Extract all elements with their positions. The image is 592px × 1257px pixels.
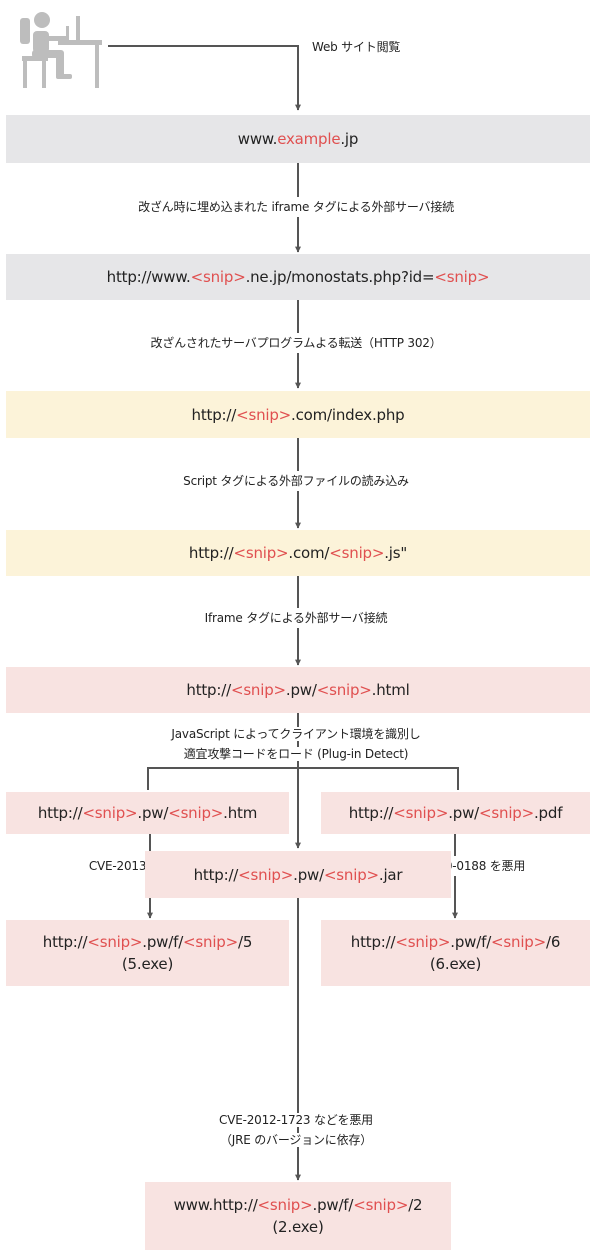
node-jar: http://<snip>.pw/<snip>.jar bbox=[145, 851, 451, 898]
node-exe5-e: /5 bbox=[238, 933, 253, 951]
node-exe2-snip1: <snip> bbox=[257, 1196, 313, 1214]
node-html-c: .pw/ bbox=[285, 681, 317, 699]
node-exe6-filename: (6.exe) bbox=[429, 955, 482, 973]
arrow-user-to-site bbox=[108, 45, 301, 111]
node-htm-snip2: <snip> bbox=[168, 804, 224, 822]
node-monostats-a: http://www. bbox=[106, 268, 191, 286]
node-exe6: http://<snip>.pw/f/<snip>/6 (6.exe) bbox=[321, 920, 590, 986]
node-jar-a: http:// bbox=[193, 865, 239, 884]
node-jar-snip1: <snip> bbox=[238, 865, 294, 884]
node-exe5-filename: (5.exe) bbox=[121, 955, 174, 973]
node-exe6-c: .pw/f/ bbox=[450, 933, 492, 951]
node-exe5-snip2: <snip> bbox=[183, 933, 238, 951]
label-redirect: 改ざんされたサーバプログラムよる転送（HTTP 302） bbox=[0, 333, 592, 353]
node-monostats-snip2: <snip> bbox=[434, 268, 490, 286]
node-pdf-a: http:// bbox=[348, 804, 394, 822]
label-cve-2012: CVE-2012-1723 などを悪用 （JRE のバージョンに依存） bbox=[0, 1110, 592, 1150]
person-at-desk-icon bbox=[20, 12, 102, 88]
node-html-a: http:// bbox=[186, 681, 231, 699]
node-exe2-a: www.http:// bbox=[173, 1196, 258, 1214]
node-pdf-snip1: <snip> bbox=[393, 804, 449, 822]
node-js-snip1: <snip> bbox=[233, 544, 289, 562]
node-htm-c: .pw/ bbox=[137, 804, 169, 822]
node-htm-snip1: <snip> bbox=[82, 804, 138, 822]
node-js-e: .js" bbox=[384, 544, 408, 562]
node-js-snip2: <snip> bbox=[329, 544, 385, 562]
node-html-snip2: <snip> bbox=[316, 681, 372, 699]
label-js-detect: JavaScript によってクライアント環境を識別し 適宜攻撃コードをロード … bbox=[0, 724, 592, 764]
label-redirect-text: 改ざんされたサーバプログラムよる転送（HTTP 302） bbox=[150, 336, 442, 350]
node-monostats: http://www.<snip>.ne.jp/monostats.php?id… bbox=[6, 254, 590, 300]
node-exe5-snip1: <snip> bbox=[87, 933, 143, 951]
node-site-part-a: www. bbox=[237, 130, 278, 148]
node-index-a: http:// bbox=[191, 405, 237, 424]
node-pdf-e: .pdf bbox=[533, 804, 563, 822]
node-exe5: http://<snip>.pw/f/<snip>/5 (5.exe) bbox=[6, 920, 289, 986]
node-site-domain: example bbox=[277, 130, 341, 148]
node-htm: http://<snip>.pw/<snip>.htm bbox=[6, 792, 289, 834]
branch-bar bbox=[147, 767, 459, 790]
node-exe2-filename: (2.exe) bbox=[272, 1218, 324, 1236]
node-pdf-snip2: <snip> bbox=[479, 804, 534, 822]
node-js-a: http:// bbox=[188, 544, 234, 562]
label-cve-2012-line1: CVE-2012-1723 などを悪用 bbox=[215, 1113, 377, 1127]
label-cve-2012-line2: （JRE のバージョンに依存） bbox=[215, 1133, 377, 1147]
node-js-c: .com/ bbox=[288, 544, 330, 562]
node-exe2-snip2: <snip> bbox=[353, 1196, 409, 1214]
node-html-snip1: <snip> bbox=[230, 681, 286, 699]
node-site-part-c: .jp bbox=[340, 130, 359, 148]
node-exe5-c: .pw/f/ bbox=[142, 933, 184, 951]
node-jar-e: .jar bbox=[378, 865, 403, 884]
node-monostats-c: .ne.jp/monostats.php?id= bbox=[245, 268, 435, 286]
node-jar-c: .pw/ bbox=[293, 865, 324, 884]
label-iframe-injected: 改ざん時に埋め込まれた iframe タグによる外部サーバ接続 bbox=[0, 197, 592, 217]
node-index-c: .com/index.php bbox=[291, 405, 405, 424]
label-js-detect-line2: 適宜攻撃コードをロード (Plug-in Detect) bbox=[179, 747, 413, 761]
node-index: http://<snip>.com/index.php bbox=[6, 391, 590, 438]
label-browse: Web サイト閲覧 bbox=[312, 40, 401, 54]
node-site: www.example.jp bbox=[6, 115, 590, 163]
label-iframe-injected-text: 改ざん時に埋め込まれた iframe タグによる外部サーバ接続 bbox=[138, 200, 454, 214]
node-pdf: http://<snip>.pw/<snip>.pdf bbox=[321, 792, 590, 834]
node-exe6-snip2: <snip> bbox=[491, 933, 546, 951]
label-iframe-ext-text: Iframe タグによる外部サーバ接続 bbox=[204, 611, 388, 625]
node-pdf-c: .pw/ bbox=[448, 804, 480, 822]
node-exe6-e: /6 bbox=[546, 933, 561, 951]
node-html: http://<snip>.pw/<snip>.html bbox=[6, 667, 590, 713]
node-htm-e: .htm bbox=[223, 804, 258, 822]
node-exe2: www.http://<snip>.pw/f/<snip>/2 (2.exe) bbox=[145, 1182, 451, 1250]
node-jar-snip2: <snip> bbox=[323, 865, 379, 884]
node-exe2-e: /2 bbox=[408, 1196, 423, 1214]
node-html-e: .html bbox=[371, 681, 410, 699]
node-htm-a: http:// bbox=[37, 804, 83, 822]
node-exe6-a: http:// bbox=[350, 933, 396, 951]
label-script-load-text: Script タグによる外部ファイルの読み込み bbox=[183, 474, 409, 488]
label-script-load: Script タグによる外部ファイルの読み込み bbox=[0, 471, 592, 491]
label-iframe-ext: Iframe タグによる外部サーバ接続 bbox=[0, 608, 592, 628]
node-js: http://<snip>.com/<snip>.js" bbox=[6, 530, 590, 576]
node-exe6-snip1: <snip> bbox=[395, 933, 451, 951]
node-monostats-snip1: <snip> bbox=[190, 268, 246, 286]
node-index-snip: <snip> bbox=[236, 405, 292, 424]
label-js-detect-line1: JavaScript によってクライアント環境を識別し bbox=[167, 727, 425, 741]
node-exe2-c: .pw/f/ bbox=[312, 1196, 354, 1214]
node-exe5-a: http:// bbox=[42, 933, 88, 951]
